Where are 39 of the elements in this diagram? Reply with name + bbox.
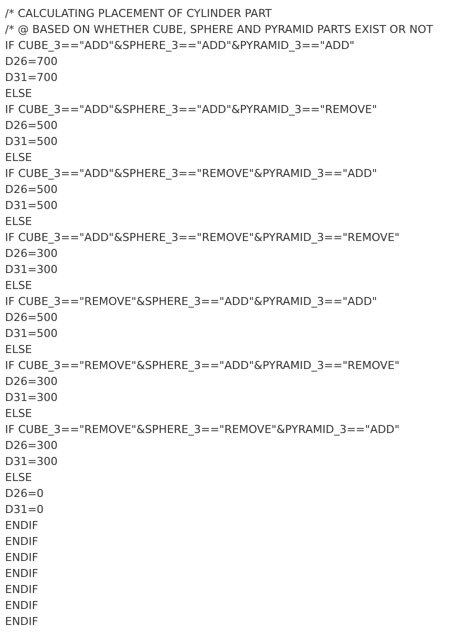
code-line: D31=300	[5, 391, 58, 405]
code-line: IF CUBE_3=="REMOVE"&SPHERE_3=="ADD"&PYRAMID_3=="ADD"	[5, 295, 378, 309]
code-line: IF CUBE_3=="REMOVE"&SPHERE_3=="ADD"&PYRAMID_3=="REMOVE"	[5, 359, 400, 373]
code-line: ENDIF	[5, 551, 38, 565]
code-line: /* @ BASED ON WHETHER CUBE, SPHERE AND PYRAMID PARTS EXIST OR NOT	[5, 23, 433, 37]
code-line: D26=300	[5, 439, 58, 453]
code-line: D26=300	[5, 375, 58, 389]
code-line: D26=0	[5, 487, 44, 501]
code-line: D31=0	[5, 503, 44, 517]
code-line: ENDIF	[5, 567, 38, 581]
code-line: D26=500	[5, 119, 58, 133]
code-line: ELSE	[5, 151, 32, 165]
code-line: ELSE	[5, 471, 32, 485]
code-line: ELSE	[5, 407, 32, 421]
code-line: D31=500	[5, 199, 58, 213]
code-line: D31=500	[5, 327, 58, 341]
code-line: ENDIF	[5, 599, 38, 613]
code-line: IF CUBE_3=="ADD"&SPHERE_3=="ADD"&PYRAMID_3=="REMOVE"	[5, 103, 378, 117]
code-line: IF CUBE_3=="REMOVE"&SPHERE_3=="REMOVE"&PYRAMID_3=="ADD"	[5, 423, 400, 437]
code-line: D26=300	[5, 247, 58, 261]
code-line: /* CALCULATING PLACEMENT OF CYLINDER PART	[5, 7, 272, 21]
code-line: D26=500	[5, 183, 58, 197]
code-line: D31=300	[5, 455, 58, 469]
code-line: D31=700	[5, 71, 58, 85]
code-line: ENDIF	[5, 615, 38, 629]
code-line: ENDIF	[5, 583, 38, 597]
code-line: ELSE	[5, 215, 32, 229]
code-line: ENDIF	[5, 519, 38, 533]
code-line: D31=300	[5, 263, 58, 277]
code-line: IF CUBE_3=="ADD"&SPHERE_3=="ADD"&PYRAMID_3=="ADD"	[5, 39, 354, 53]
code-line: ELSE	[5, 343, 32, 357]
code-line: ELSE	[5, 87, 32, 101]
code-line: IF CUBE_3=="ADD"&SPHERE_3=="REMOVE"&PYRAMID_3=="REMOVE"	[5, 231, 400, 245]
code-line: D26=700	[5, 55, 58, 69]
code-line: D26=500	[5, 311, 58, 325]
code-line: ENDIF	[5, 535, 38, 549]
code-line: IF CUBE_3=="ADD"&SPHERE_3=="REMOVE"&PYRAMID_3=="ADD"	[5, 167, 378, 181]
code-line: ELSE	[5, 279, 32, 293]
code-line: D31=500	[5, 135, 58, 149]
